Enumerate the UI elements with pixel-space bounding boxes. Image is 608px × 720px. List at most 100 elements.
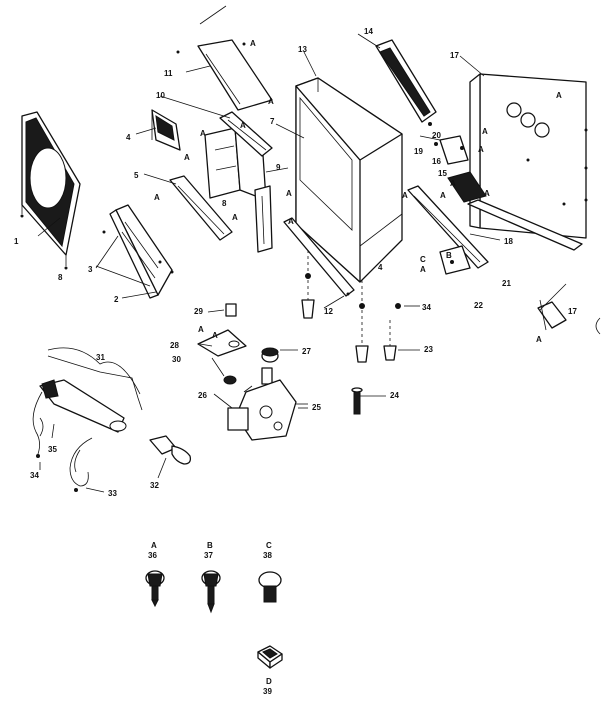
callout-8a: 8	[58, 273, 63, 282]
callout-15: 15	[438, 169, 447, 178]
callout-5: 5	[134, 171, 139, 180]
part-rear-rail	[467, 199, 583, 251]
part-baffle-left	[151, 109, 181, 151]
svg-text:A: A	[478, 145, 484, 154]
fastener-41	[257, 645, 283, 669]
part-side-bracket	[254, 185, 273, 253]
callout-11: 11	[164, 69, 173, 78]
callout-1: 1	[14, 237, 19, 246]
svg-text:A: A	[212, 331, 218, 340]
part-valve-clip	[537, 299, 601, 335]
svg-text:A: A	[240, 121, 246, 130]
part-louver-panel	[102, 204, 174, 299]
svg-text:A: A	[200, 129, 206, 138]
part-main-cabinet	[295, 77, 403, 283]
callout-12: 12	[324, 307, 333, 316]
legend-num-39: 37	[204, 551, 213, 560]
part-valve-mount	[197, 303, 247, 385]
legend-letter-c: C	[266, 541, 272, 550]
part-thermocouple	[69, 437, 93, 492]
svg-text:A: A	[198, 325, 204, 334]
callout-4a: 4	[126, 133, 131, 142]
callout-28: 26	[198, 391, 207, 400]
svg-text:A: A	[268, 97, 274, 106]
callout-22a: 21	[502, 279, 511, 288]
leader-lines	[37, 5, 567, 493]
callout-29: 27	[302, 347, 311, 356]
part-front-grille	[20, 111, 81, 270]
legend-num-38: 36	[148, 551, 157, 560]
callout-18: 17	[450, 51, 459, 60]
callout-20: 19	[414, 147, 423, 156]
legend-num-41: 39	[263, 687, 272, 696]
callout-4b: 4	[378, 263, 383, 272]
callout-3a: 3	[88, 265, 93, 274]
callout-14: 14	[364, 27, 373, 36]
callout-35: 33	[108, 489, 117, 498]
legend-letter-a: A	[151, 541, 157, 550]
callout-13: 13	[298, 45, 307, 54]
svg-text:A: A	[286, 189, 292, 198]
part-side-rail	[407, 185, 489, 269]
svg-text:A: A	[250, 39, 256, 48]
svg-text:A: A	[484, 189, 490, 198]
part-control-bracket	[434, 135, 487, 203]
legend-num-40: 38	[263, 551, 272, 560]
callout-36b: 34	[30, 471, 39, 480]
part-gas-valve	[227, 367, 308, 441]
svg-text:A: A	[420, 265, 426, 274]
part-rear-panel	[469, 73, 588, 239]
part-heat-shield	[375, 39, 437, 126]
callout-30: 28	[170, 341, 179, 350]
callout-36a: 34	[422, 303, 431, 312]
svg-text:A: A	[440, 191, 446, 200]
svg-text:B: B	[446, 251, 452, 260]
part-small-bracket	[439, 245, 471, 275]
callout-23: 22	[474, 301, 483, 310]
part-bolt	[351, 387, 363, 415]
callout-16: 16	[432, 157, 441, 166]
callout-10: 10	[156, 91, 165, 100]
svg-text:A: A	[232, 213, 238, 222]
fastener-legend: A 36 B 37 C 38 D 39	[148, 541, 272, 696]
svg-text:A: A	[556, 91, 562, 100]
callout-33: 31	[96, 353, 105, 362]
svg-text:A: A	[402, 191, 408, 200]
legend-letter-b: B	[207, 541, 213, 550]
callout-25: 24	[390, 391, 399, 400]
callout-17: 17	[568, 307, 577, 316]
callout-7b: 7	[270, 117, 275, 126]
svg-text:C: C	[420, 255, 426, 264]
part-knob	[261, 347, 279, 363]
part-baffle-strip	[169, 175, 233, 241]
callout-19: 18	[504, 237, 513, 246]
svg-text:A: A	[450, 179, 456, 188]
callout-8b: 8	[222, 199, 227, 208]
svg-text:A: A	[482, 127, 488, 136]
callout-9: 9	[276, 163, 281, 172]
fastener-39	[201, 570, 221, 614]
part-base-rail	[283, 217, 355, 297]
callout-34: 32	[150, 481, 159, 490]
part-orifice	[149, 435, 192, 465]
svg-text:A: A	[184, 153, 190, 162]
callout-32: 30	[172, 355, 181, 364]
svg-text:A: A	[154, 193, 160, 202]
callout-37: 35	[48, 445, 57, 454]
fastener-40	[258, 571, 282, 603]
svg-text:A: A	[288, 217, 294, 226]
legend-letter-d: D	[266, 677, 272, 686]
part-top-rail	[219, 111, 273, 157]
letter-tags: A A A A A A A A A A A A A A A A A A A A …	[154, 39, 562, 344]
fastener-38	[145, 570, 165, 608]
callout-27: 25	[312, 403, 321, 412]
callout-31: 29	[194, 307, 203, 316]
callout-21: 20	[432, 131, 441, 140]
callout-24: 23	[424, 345, 433, 354]
callout-labels: 1 8 3 2 4 5 10 11 7 9 8 13 14 17 20 19 1…	[14, 27, 577, 498]
part-burner-assembly	[32, 355, 143, 458]
part-top-cover	[176, 39, 273, 111]
part-legs	[301, 250, 401, 363]
callout-2: 2	[114, 295, 119, 304]
